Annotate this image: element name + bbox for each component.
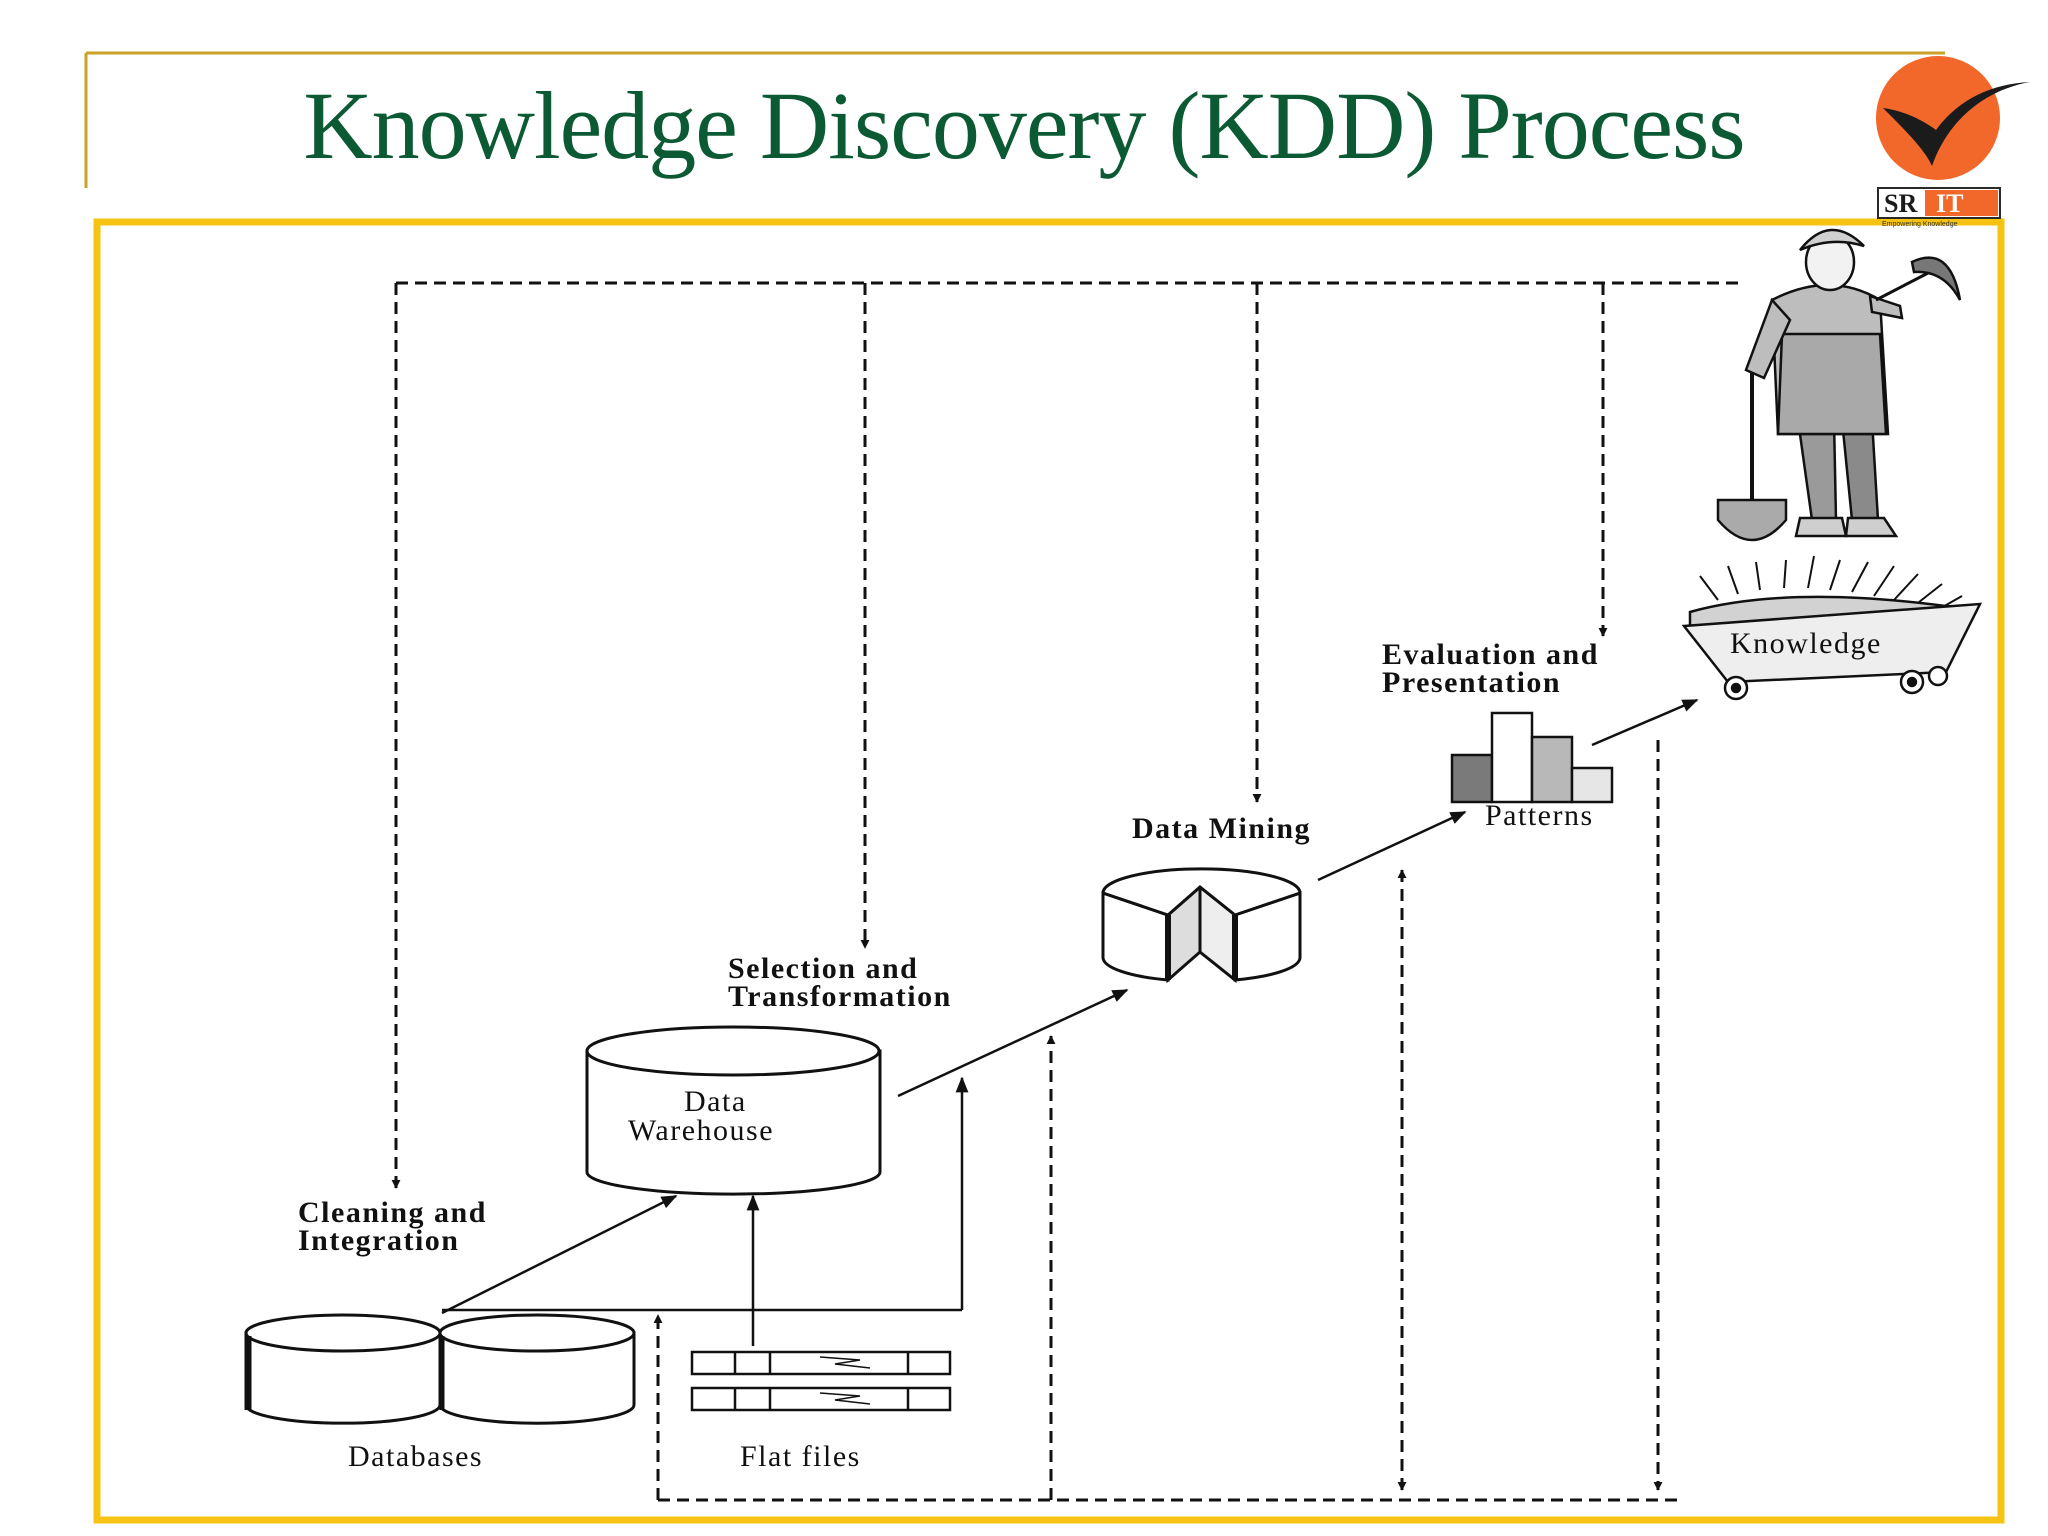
data-warehouse-icon [585, 1025, 882, 1196]
patterns-icon [1450, 711, 1614, 804]
databases-label: Databases [348, 1440, 483, 1473]
miner-icon [1716, 228, 1962, 542]
stage-mining: Data Mining [1132, 812, 1311, 845]
patterns-label: Patterns [1485, 799, 1594, 832]
feedback-bottom-lines [653, 740, 1683, 1502]
knowledge-label: Knowledge [1730, 627, 1882, 660]
srit-logo: SR IT Empowering Knowledge [1876, 56, 2030, 228]
data-mining-icon [1101, 867, 1302, 984]
stage-cleaning-line1: Cleaning and [298, 1196, 487, 1229]
knowledge-cart-icon [1681, 555, 1983, 701]
logo-text-sr: SR [1884, 189, 1917, 218]
warehouse-label-line1: Data [684, 1085, 747, 1118]
header-rule [84, 51, 1945, 188]
logo-tagline: Empowering Knowledge [1882, 221, 1958, 228]
feedback-top-lines [391, 281, 1745, 1189]
stage-selection-line2: Transformation [728, 980, 952, 1013]
stage-evaluation-line1: Evaluation and [1382, 638, 1599, 671]
warehouse-label-line2: Warehouse [628, 1114, 774, 1147]
flat-files-icon [690, 1350, 952, 1412]
slide-title: Knowledge Discovery (KDD) Process [303, 72, 1745, 179]
flow-arrows [441, 698, 1699, 1346]
logo-text-it: IT [1936, 189, 1963, 218]
stage-selection-line1: Selection and [728, 952, 918, 985]
stage-evaluation-line2: Presentation [1382, 666, 1561, 699]
diagram-frame [93, 218, 2005, 1524]
flat-files-label: Flat files [740, 1440, 861, 1473]
stage-cleaning-line2: Integration [298, 1224, 460, 1257]
databases-icon [244, 1313, 636, 1425]
